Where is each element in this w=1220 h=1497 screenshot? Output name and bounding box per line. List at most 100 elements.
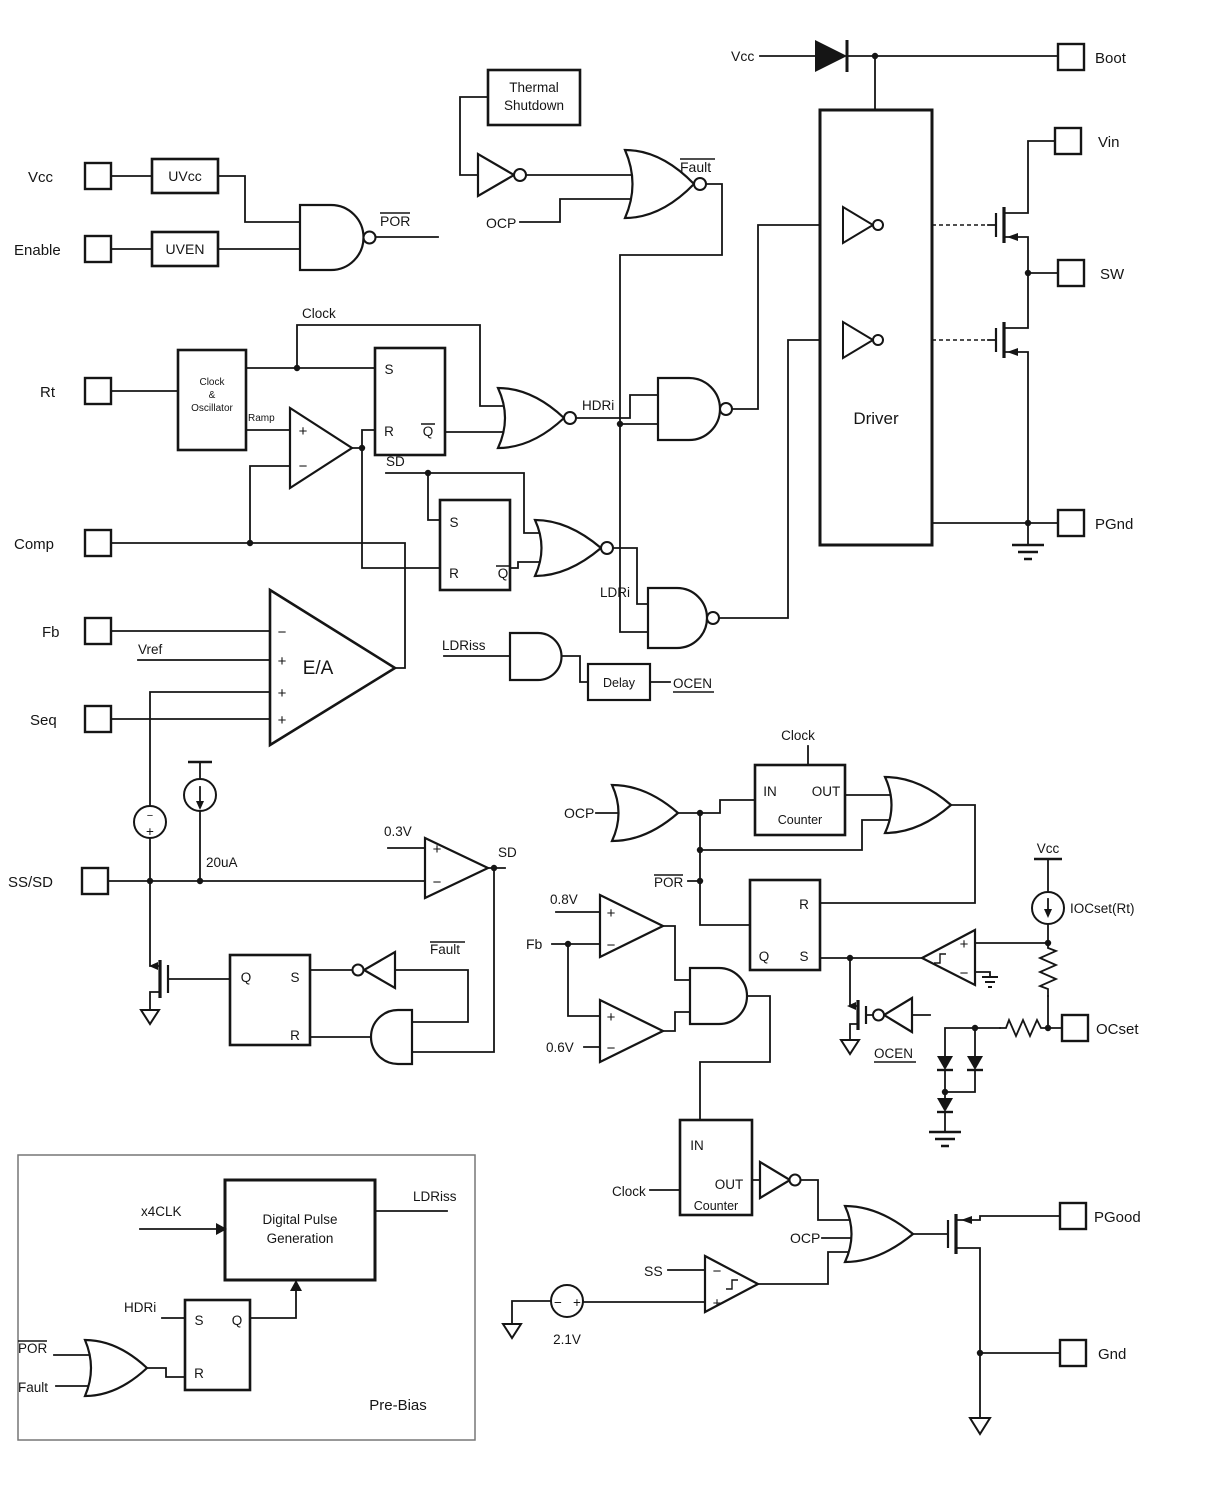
boot-diode — [815, 40, 847, 72]
thermal-inverter — [476, 152, 517, 198]
plus-sign: + — [607, 905, 616, 922]
hdri-signal-label: HDRi — [124, 1300, 156, 1315]
softstart-latch — [228, 953, 312, 1047]
vref-signal-label: Vref — [138, 642, 163, 657]
driver-block — [818, 108, 934, 547]
overvoltage-comparator — [598, 893, 666, 959]
fb-signal-label: Fb — [526, 936, 543, 952]
minus-sign: − — [299, 458, 308, 475]
plus-sign: + — [278, 653, 287, 670]
inverter-bubble — [788, 1173, 802, 1187]
latch-r-label: R — [384, 424, 394, 439]
minus-sign: − — [433, 874, 442, 891]
fault-inverter — [361, 950, 397, 990]
clamp-diode-2 — [967, 1056, 983, 1070]
wires-pwm-section — [110, 224, 821, 683]
por-signal-label: POR — [18, 1341, 48, 1356]
latch-qbar-label: Q — [498, 566, 509, 581]
low-side-mosfet — [994, 272, 1029, 524]
por-nand-gate — [298, 203, 365, 272]
iocset-resistor — [1037, 942, 1059, 997]
pgood-threshold-label: 2.1V — [553, 1332, 581, 1347]
diode-ground-symbol — [929, 1130, 961, 1148]
plus-sign: + — [146, 824, 154, 839]
undervoltage-comparator — [598, 998, 666, 1064]
prebias-latch — [183, 1298, 252, 1392]
counter1-in-label: IN — [763, 784, 777, 799]
wires-error-amp-section — [110, 542, 406, 807]
ldri-nand-gate — [646, 586, 709, 650]
counter2-in-label: IN — [690, 1138, 704, 1153]
pgnd-pin — [1056, 508, 1086, 538]
ocp-or-gate — [610, 783, 680, 843]
pgood-reference-source — [550, 1284, 584, 1318]
reference-ground-triangle — [501, 1323, 523, 1340]
minus-sign: − — [607, 937, 616, 954]
sd-threshold-label: 0.3V — [384, 824, 412, 839]
ocen-signal-label: OCEN — [874, 1046, 913, 1061]
ocset-resistor — [999, 1017, 1049, 1039]
pgood-or-gate — [843, 1204, 915, 1264]
vcc-rail-label: Vcc — [731, 48, 754, 64]
oscillator-label-2: & — [209, 390, 216, 401]
ocset-pin — [1060, 1013, 1090, 1043]
inverter-bubble — [719, 402, 733, 416]
pin-label-comp: Comp — [14, 536, 54, 553]
pin-label-sw: SW — [1100, 266, 1125, 283]
hdri-nand-gate — [656, 376, 722, 442]
wires-fault-section — [459, 96, 723, 633]
fault-nor-gate — [623, 148, 696, 220]
thermal-shutdown-label-2: Shutdown — [504, 98, 564, 113]
pin-label-fb: Fb — [42, 624, 60, 641]
latch-to-dpg-arrow-head — [290, 1280, 302, 1291]
minus-sign: − — [147, 810, 153, 822]
softstart-discharge-mosfet — [149, 960, 170, 998]
pgood-pin — [1058, 1201, 1088, 1231]
delay-block — [586, 662, 652, 702]
hysteresis-icon — [726, 1279, 738, 1290]
ss-signal-label: SS — [644, 1263, 663, 1279]
digital-pulse-generation-block — [223, 1178, 377, 1282]
latch-q-label: Q — [759, 949, 770, 964]
prebias-or-gate — [83, 1338, 149, 1398]
ldriss-signal-label: LDRiss — [413, 1189, 457, 1204]
fault-signal-label: Fault — [430, 942, 460, 957]
latch-s-label: S — [290, 970, 299, 985]
minus-sign: − — [607, 1040, 616, 1057]
pin-label-pgnd: PGnd — [1095, 516, 1133, 533]
latch-s-label: S — [449, 515, 458, 530]
plus-sign: + — [278, 712, 287, 729]
wires-pgood-section — [511, 1179, 1061, 1419]
minus-sign: − — [713, 1263, 722, 1280]
latch-r-label: R — [799, 897, 809, 912]
latch-r-label: R — [449, 566, 459, 581]
latch-qbar-label: Q — [423, 424, 434, 439]
dpg-label-1: Digital Pulse — [262, 1212, 337, 1227]
ldri-nor-gate — [533, 518, 603, 578]
pin-label-vcc: Vcc — [28, 169, 54, 186]
uven-block — [150, 230, 220, 268]
ocp-signal-label: OCP — [486, 215, 516, 231]
pin-label-ocset: OCset — [1096, 1021, 1139, 1038]
pin-label-enable: Enable — [14, 242, 61, 259]
wires-por-section — [110, 175, 439, 250]
latch-q-label: Q — [232, 1313, 243, 1328]
plus-sign: + — [573, 1295, 581, 1310]
softstart-current-label: 20uA — [206, 855, 238, 870]
low-side-driver-buffer — [842, 320, 875, 360]
latch-r-label: R — [290, 1028, 300, 1043]
inverter-bubble — [706, 611, 720, 625]
minus-sign: − — [960, 965, 969, 982]
clamp-diode-1 — [937, 1056, 953, 1070]
ldriss-signal-label: LDRiss — [442, 638, 486, 653]
error-amplifier — [268, 587, 398, 748]
pgood-inverter — [758, 1160, 793, 1200]
boot-pin — [1056, 42, 1086, 72]
inverter-bubble — [351, 963, 365, 977]
supply-rail-bars — [188, 760, 1062, 861]
uvcc-label: UVcc — [168, 168, 201, 184]
high-side-driver-buffer — [842, 205, 875, 245]
plus-sign: + — [299, 423, 308, 440]
thermal-shutdown-label-1: Thermal — [509, 80, 559, 95]
vcc-rail-label: Vcc — [1037, 841, 1060, 856]
